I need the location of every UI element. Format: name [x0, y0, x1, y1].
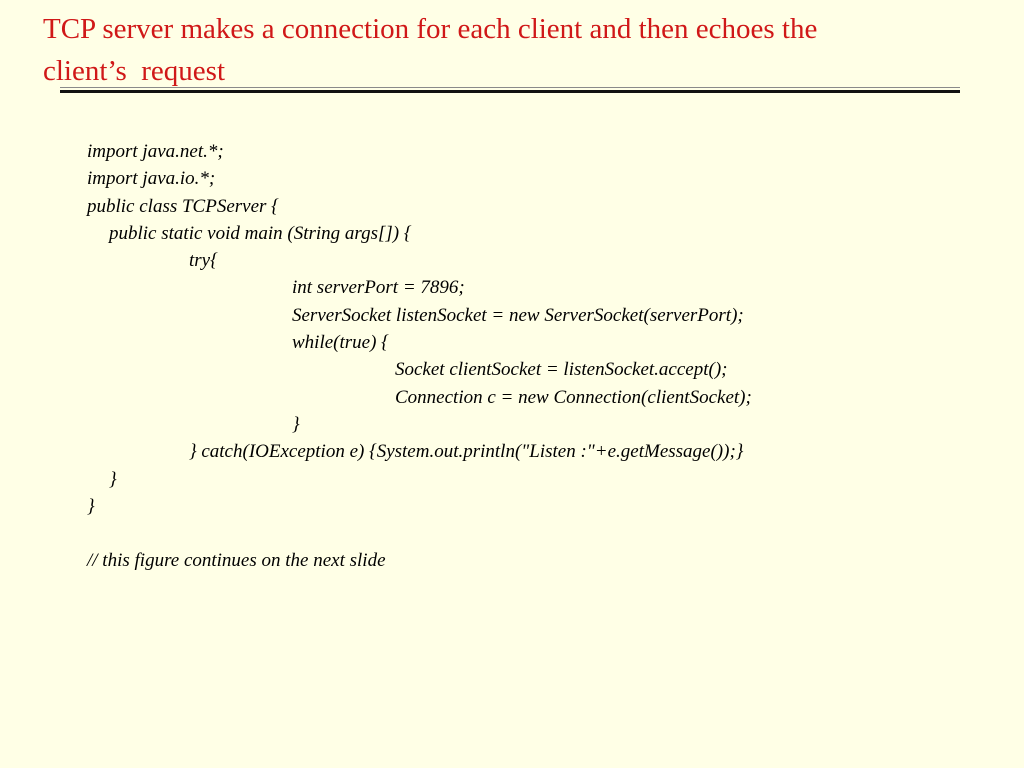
code-line-import-net: import java.net.*;	[87, 141, 224, 162]
code-line-blank	[87, 520, 987, 547]
code-line-try: try{	[189, 250, 218, 272]
code-line-class-declaration: public class TCPServer {	[87, 195, 279, 217]
code-line-while: while(true) {	[292, 332, 389, 354]
code-line-class-close: }	[87, 495, 95, 517]
code-line-import-io: import java.io.*;	[87, 168, 216, 190]
slide-title-line-2: client’s request	[43, 55, 226, 87]
code-line-main-method: public static void main (String args[]) …	[109, 222, 412, 244]
code-line-comment: // this figure continues on the next sli…	[87, 550, 386, 572]
code-line-catch: } catch(IOException e) {System.out.print…	[189, 441, 744, 463]
code-listing: import java.net.*; import java.io.*; pub…	[87, 138, 987, 575]
slide-title: TCP server makes a connection for each c…	[43, 8, 983, 92]
title-divider-thick	[60, 90, 960, 93]
slide-title-line-1: TCP server makes a connection for each c…	[43, 13, 818, 45]
code-line-connection: Connection c = new Connection(clientSock…	[395, 386, 752, 408]
title-divider-thin	[60, 87, 960, 88]
code-line-main-close: }	[109, 468, 117, 490]
code-line-server-port: int serverPort = 7896;	[292, 277, 465, 299]
code-line-server-socket: ServerSocket listenSocket = new ServerSo…	[292, 304, 744, 326]
code-line-accept: Socket clientSocket = listenSocket.accep…	[395, 359, 728, 381]
code-line-while-close: }	[292, 413, 300, 435]
